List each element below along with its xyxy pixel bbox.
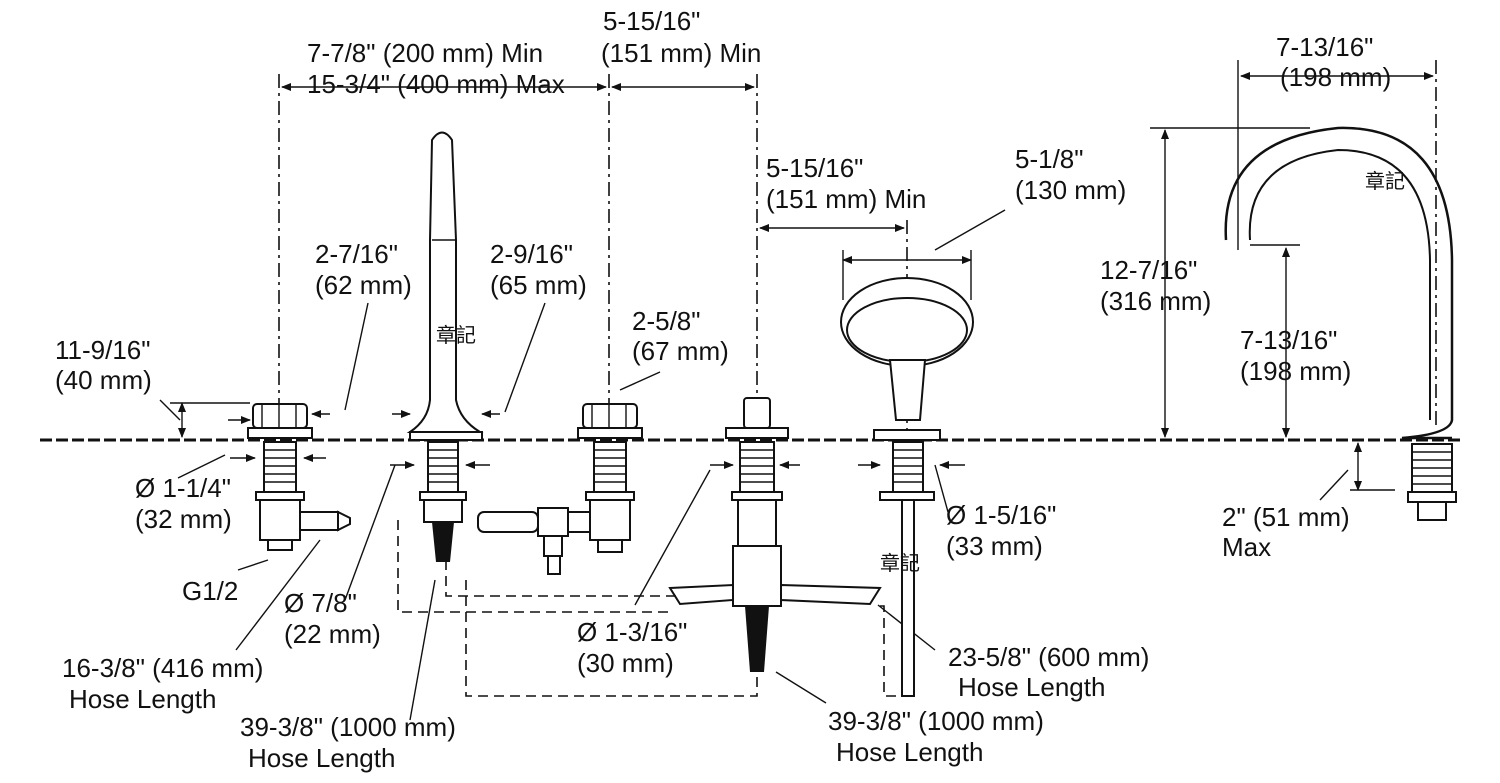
handshower-diameter-mm: (33 mm) [946,531,1043,561]
gooseneck-spout [1224,126,1457,521]
spout-clearance-mm: (198 mm) [1240,356,1351,386]
handshower-spacing-mm: (151 mm) Min [766,184,926,214]
handle-base-mm: (62 mm) [315,270,412,300]
right-handle [577,403,643,553]
tube-diameter-in: Ø 7/8" [284,588,357,618]
center-spacing-mm: (151 mm) Min [601,38,761,68]
spout-reach-mm: (198 mm) [1280,62,1391,92]
hose-long-a-label: Hose Length [248,743,395,773]
dimension-labels: 7-7/8" (200 mm) Min 15-3/4" (400 mm) Max… [55,6,1391,773]
watermark-1: 章記 [436,324,476,347]
handle-spacing-min: 7-7/8" (200 mm) Min [307,38,543,68]
spout-clearance-in: 7-13/16" [1240,325,1337,355]
handle-height-mm: (40 mm) [55,365,152,395]
spout-height-in: 12-7/16" [1100,255,1197,285]
watermarks: 章記 章記 章記 [436,170,1405,575]
hose-short-label: Hose Length [69,684,216,714]
hose-mid-length: 23-5/8" (600 mm) [948,642,1149,672]
right-handle-in: 2-5/8" [632,306,701,336]
handle-spacing-max: 15-3/4" (400 mm) Max [307,69,565,99]
valve-diameter-in: Ø 1-3/16" [577,617,687,647]
spout-height-mm: (316 mm) [1100,286,1211,316]
tub-filler-spout [406,131,484,562]
tube-diameter-mm: (22 mm) [284,619,381,649]
handle-base-in: 2-7/16" [315,239,398,269]
center-spacing-in: 5-15/16" [603,6,700,36]
valve-diameter-mm: (30 mm) [577,648,674,678]
shank-diameter-mm: (32 mm) [135,504,232,534]
spout-reach-in: 7-13/16" [1276,32,1373,62]
right-handle-mm: (67 mm) [632,336,729,366]
tub-filler-base-mm: (65 mm) [490,270,587,300]
hose-routing [397,520,902,697]
shank-diameter-in: Ø 1-1/4" [135,473,231,503]
hose-long-a-length: 39-3/8" (1000 mm) [240,712,456,742]
deck-thickness: 2" (51 mm) [1222,502,1350,532]
handshower-diameter-in: Ø 1-5/16" [946,500,1056,530]
deck-thickness-max: Max [1222,532,1271,562]
handle-height-in: 11-9/16" [55,335,150,365]
threaded-shanks [264,449,1452,485]
diameter-arrows [228,410,965,469]
dimension-lines [170,72,1434,491]
handshower-width-in: 5-1/8" [1015,144,1084,174]
hose-long-b-length: 39-3/8" (1000 mm) [828,706,1044,736]
watermark-3: 章記 [1365,170,1405,193]
connection-size: G1/2 [182,576,238,606]
handshower-spacing-in: 5-15/16" [766,153,863,183]
watermark-2: 章記 [880,552,920,575]
handshower-width-mm: (130 mm) [1015,175,1126,205]
hose-long-b-label: Hose Length [836,737,983,767]
tub-filler-base-in: 2-9/16" [490,239,573,269]
hose-mid-label: Hose Length [958,672,1105,702]
hose-short-length: 16-3/8" (416 mm) [62,653,263,683]
left-handle [247,403,351,551]
leader-lines [159,209,1349,721]
handshower [840,277,974,697]
diverter-t-valve [477,507,593,575]
diverter-valve [668,397,882,672]
